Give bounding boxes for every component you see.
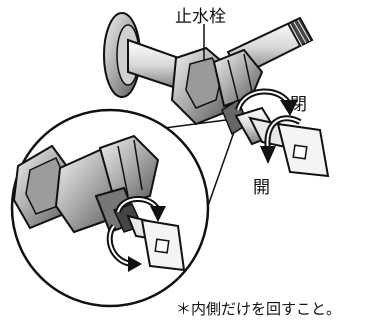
magnified-valve-body (12, 134, 160, 234)
close-arrow-icon (235, 88, 298, 116)
instruction-note: ＊内側だけを回すこと。 (176, 300, 342, 318)
open-arrow-icon (260, 115, 302, 164)
valve-label: 止水栓 (175, 7, 226, 27)
upper-key-icon (248, 116, 330, 178)
open-label: 開 (253, 178, 270, 198)
magnified-key-icon (126, 214, 186, 272)
close-label: 閉 (290, 95, 307, 115)
magnified-rotation-arrow-icon (106, 196, 166, 272)
